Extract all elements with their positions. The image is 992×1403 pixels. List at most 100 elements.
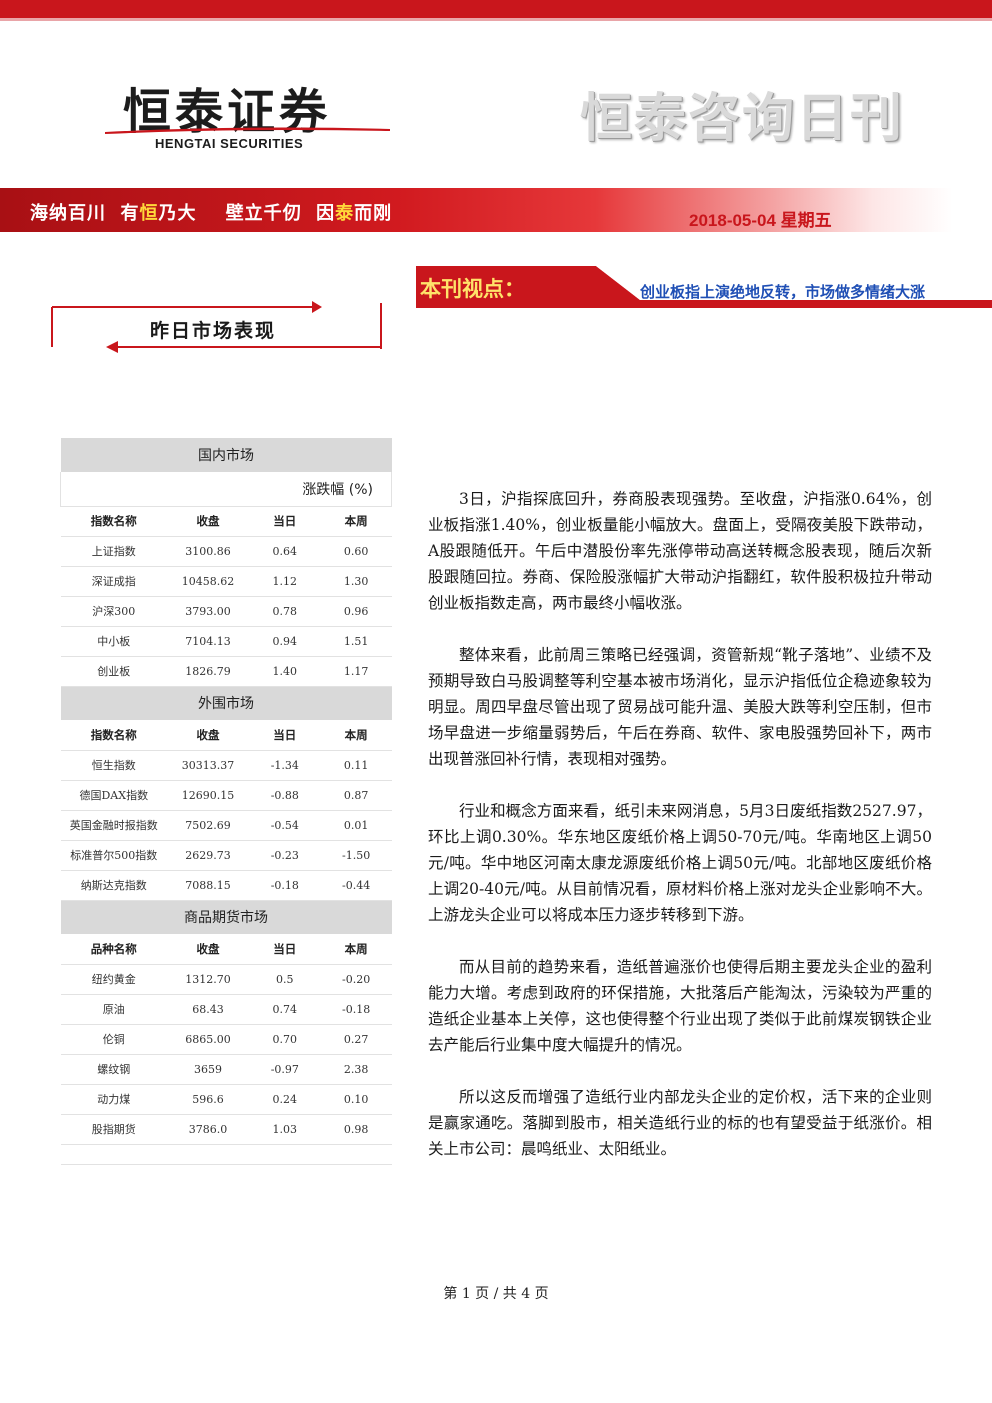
column-header: 本周	[320, 720, 392, 751]
table-row: 恒生指数 30313.37 -1.34 0.11	[60, 750, 392, 781]
publication-title: 恒泰咨询日刊	[580, 89, 905, 149]
issue-date: 2018-05-04 星期五	[689, 211, 832, 230]
close-value: 596.6	[167, 1084, 249, 1115]
page-number: 第 1 页 / 共 4 页	[443, 1286, 549, 1302]
day-change: 0.78	[248, 596, 321, 627]
week-change: 1.30	[320, 566, 392, 597]
close-value: 7088.15	[167, 870, 249, 901]
close-value: 7502.69	[167, 810, 249, 841]
column-header: 品种名称	[60, 934, 168, 965]
index-name: 德国DAX指数	[60, 780, 168, 811]
close-value: 7104.13	[167, 626, 249, 657]
column-header: 本周	[320, 934, 392, 965]
close-value: 68.43	[167, 994, 249, 1025]
close-value: 1312.70	[167, 964, 249, 995]
table-row: 螺纹钢 3659 -0.97 2.38	[60, 1054, 392, 1085]
table-row: 原油 68.43 0.74 -0.18	[60, 994, 392, 1025]
week-change: 0.60	[320, 536, 392, 567]
commodity-name: 动力煤	[60, 1084, 168, 1115]
table-row: 创业板 1826.79 1.40 1.17	[60, 656, 392, 687]
day-change: -0.18	[248, 870, 321, 901]
week-change: -1.50	[320, 840, 392, 871]
week-change: 1.51	[320, 626, 392, 657]
day-change: 0.70	[248, 1024, 321, 1055]
week-change: 0.87	[320, 780, 392, 811]
table-row: 纳斯达克指数 7088.15 -0.18 -0.44	[60, 870, 392, 901]
slogan-banner	[0, 188, 992, 232]
week-change: 0.27	[320, 1024, 392, 1055]
table-row: 中小板 7104.13 0.94 1.51	[60, 626, 392, 657]
view-label: 本刊视点：	[420, 277, 525, 301]
table-filler-row	[60, 1144, 392, 1165]
article-body: 3日，沪指探底回升，券商股表现强势。至收盘，沪指涨0.64%，创业板指涨1.40…	[428, 486, 932, 1188]
slogan-text: 海纳百川 有恒乃大 壁立千仞 因泰而刚	[30, 203, 393, 224]
index-name: 上证指数	[60, 536, 168, 567]
market-section-title: 昨日市场表现	[150, 320, 277, 342]
market-table: 国内市场 涨跌幅 (%) 指数名称 收盘 当日 本周 上证指数 3100.86 …	[60, 438, 392, 1165]
index-name: 标准普尔500指数	[60, 840, 168, 871]
article-paragraph: 而从目前的趋势来看，造纸普遍涨价也使得后期主要龙头企业的盈利能力大增。考虑到政府…	[428, 958, 932, 1054]
article-paragraph: 所以这反而增强了造纸行业内部龙头企业的定价权，活下来的企业则是赢家通吃。落脚到股…	[428, 1088, 932, 1158]
top-accent-line	[0, 18, 992, 21]
week-change: 0.10	[320, 1084, 392, 1115]
table-header-row: 指数名称 收盘 当日 本周	[60, 506, 392, 537]
article-paragraph: 3日，沪指探底回升，券商股表现强势。至收盘，沪指涨0.64%，创业板指涨1.40…	[428, 490, 932, 612]
day-change: -0.23	[248, 840, 321, 871]
index-name: 恒生指数	[60, 750, 168, 781]
table-row: 上证指数 3100.86 0.64 0.60	[60, 536, 392, 567]
week-change: 1.17	[320, 656, 392, 687]
index-name: 沪深300	[60, 596, 168, 627]
day-change: 0.24	[248, 1084, 321, 1115]
futures-section-row: 商品期货市场	[60, 900, 392, 934]
foreign-section-title: 外围市场	[60, 686, 392, 720]
index-name: 创业板	[60, 656, 168, 687]
section-heading-frame	[51, 301, 382, 353]
week-change: 0.98	[320, 1114, 392, 1145]
close-value: 2629.73	[167, 840, 249, 871]
unit-label: 涨跌幅 (%)	[60, 472, 392, 507]
article-paragraph: 行业和概念方面来看，纸引未来网消息，5月3日废纸指数2527.97，环比上调0.…	[428, 802, 932, 924]
column-header: 收盘	[167, 720, 249, 751]
week-change: -0.44	[320, 870, 392, 901]
company-logo: 恒泰证券 HENGTAI SECURITIES	[105, 72, 390, 154]
table-row: 英国金融时报指数 7502.69 -0.54 0.01	[60, 810, 392, 841]
column-header: 当日	[248, 506, 321, 537]
week-change: 0.96	[320, 596, 392, 627]
close-value: 30313.37	[167, 750, 249, 781]
commodity-name: 伦铜	[60, 1024, 168, 1055]
week-change: 0.11	[320, 750, 392, 781]
column-header: 当日	[248, 720, 321, 751]
domestic-section-title: 国内市场	[60, 438, 392, 472]
column-header: 本周	[320, 506, 392, 537]
table-header-row: 指数名称 收盘 当日 本周	[60, 720, 392, 751]
day-change: 0.5	[248, 964, 321, 995]
commodity-name: 纽约黄金	[60, 964, 168, 995]
day-change: -1.34	[248, 750, 321, 781]
index-name: 纳斯达克指数	[60, 870, 168, 901]
column-header: 指数名称	[60, 720, 168, 751]
close-value: 1826.79	[167, 656, 249, 687]
close-value: 6865.00	[167, 1024, 249, 1055]
day-change: 1.03	[248, 1114, 321, 1145]
commodity-name: 原油	[60, 994, 168, 1025]
week-change: -0.18	[320, 994, 392, 1025]
close-value: 10458.62	[167, 566, 249, 597]
view-banner	[416, 266, 992, 308]
column-header: 当日	[248, 934, 321, 965]
table-row: 股指期货 3786.0 1.03 0.98	[60, 1114, 392, 1145]
logo-english-name: HENGTAI SECURITIES	[155, 136, 304, 151]
foreign-section-row: 外围市场	[60, 686, 392, 720]
day-change: -0.97	[248, 1054, 321, 1085]
table-row: 标准普尔500指数 2629.73 -0.23 -1.50	[60, 840, 392, 871]
day-change: 1.12	[248, 566, 321, 597]
unit-row: 涨跌幅 (%)	[60, 472, 392, 507]
article-paragraph: 整体来看，此前周三策略已经强调，资管新规“靴子落地”、业绩不及预期导致白马股调整…	[428, 646, 932, 768]
top-red-bar	[0, 0, 992, 18]
column-header: 收盘	[167, 506, 249, 537]
day-change: 1.40	[248, 656, 321, 687]
day-change: -0.54	[248, 810, 321, 841]
close-value: 3659	[167, 1054, 249, 1085]
table-row: 伦铜 6865.00 0.70 0.27	[60, 1024, 392, 1055]
index-name: 英国金融时报指数	[60, 810, 168, 841]
table-header-row: 品种名称 收盘 当日 本周	[60, 934, 392, 965]
